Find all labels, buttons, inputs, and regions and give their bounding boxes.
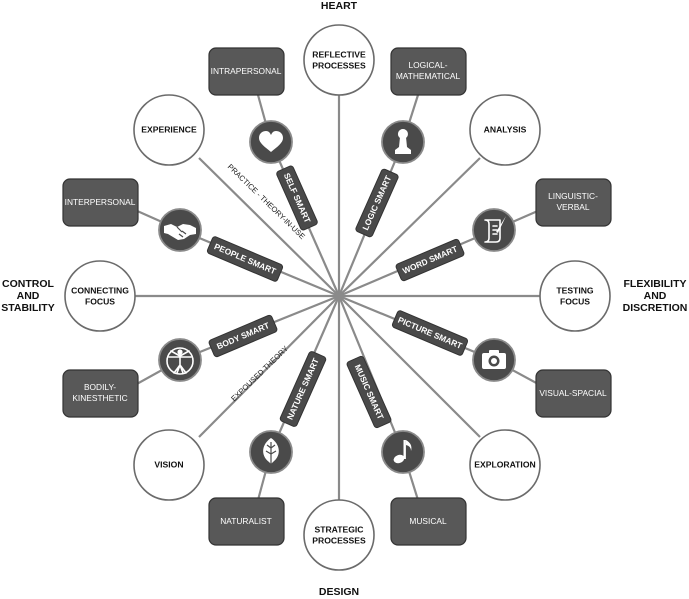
box-logical-line-2: MATHEMATICAL bbox=[396, 71, 461, 81]
circle-testing-line-1: TESTING bbox=[556, 285, 594, 295]
circle-vision: VISION bbox=[133, 429, 205, 501]
disc-logic bbox=[381, 120, 425, 164]
box-linguistic-verbal: LINGUISTIC- VERBAL bbox=[535, 178, 612, 227]
pill-nature-smart: NATURE SMART bbox=[279, 351, 327, 427]
direction-right-3: DISCRETION bbox=[623, 302, 688, 314]
direction-bottom: DESIGN bbox=[319, 586, 359, 598]
pill-word-smart: WORD SMART bbox=[395, 238, 465, 282]
box-bodily-line-2: KINESTHETIC bbox=[72, 393, 127, 403]
direction-right-1: FLEXIBILITY bbox=[624, 278, 687, 290]
circle-strategic-line-1: STRATEGIC bbox=[314, 524, 363, 534]
circle-exploration-line-1: EXPLORATION bbox=[474, 459, 535, 469]
disc-people bbox=[158, 208, 202, 252]
circle-connecting-line-1: CONNECTING bbox=[71, 285, 129, 295]
circle-reflective-processes: REFLECTIVE PROCESSES bbox=[303, 24, 375, 96]
circle-analysis: ANALYSIS bbox=[469, 94, 541, 166]
direction-left-2: AND bbox=[17, 290, 40, 302]
spoke-analysis bbox=[338, 157, 481, 297]
spoke-vision bbox=[198, 295, 340, 438]
pill-body-smart: BODY SMART bbox=[208, 314, 278, 358]
circle-strategic-line-2: PROCESSES bbox=[312, 535, 366, 545]
box-visual-spacial: VISUAL-SPACIAL bbox=[535, 369, 612, 418]
circle-experience: EXPERIENCE bbox=[133, 94, 205, 166]
heart-icon bbox=[259, 131, 283, 152]
box-linguistic-line-1: LINGUISTIC- bbox=[548, 191, 598, 201]
intelligence-boxes: INTRAPERSONAL LOGICAL- MATHEMATICAL LING… bbox=[62, 47, 612, 546]
disc-word bbox=[472, 208, 516, 252]
box-visual-line-1: VISUAL-SPACIAL bbox=[539, 388, 607, 398]
box-musical-line-1: MUSICAL bbox=[409, 516, 447, 526]
circle-exploration: EXPLORATION bbox=[469, 429, 541, 501]
box-interpersonal-line-1: INTERPERSONAL bbox=[65, 197, 136, 207]
circle-testing-line-2: FOCUS bbox=[560, 296, 590, 306]
outer-circles: REFLECTIVE PROCESSES ANALYSIS TESTING FO… bbox=[64, 24, 611, 571]
leaf-icon bbox=[263, 438, 279, 466]
disc-body bbox=[158, 338, 202, 382]
disc-picture bbox=[472, 338, 516, 382]
scroll-quill-icon bbox=[484, 216, 506, 243]
box-musical: MUSICAL bbox=[390, 497, 467, 546]
direction-top: HEART bbox=[321, 0, 358, 12]
music-note-icon bbox=[393, 440, 412, 464]
spoke-experience bbox=[198, 157, 340, 297]
direction-right-2: AND bbox=[644, 290, 667, 302]
center-hub bbox=[336, 293, 342, 299]
pill-people-smart: PEOPLE SMART bbox=[206, 236, 284, 282]
espoused-theory-label: EXPOUSED THEORY bbox=[229, 344, 290, 403]
box-bodily-line-1: BODILY- bbox=[84, 382, 116, 392]
icon-discs bbox=[158, 120, 516, 474]
circle-analysis-line-1: ANALYSIS bbox=[484, 124, 527, 134]
circle-strategic-processes: STRATEGIC PROCESSES bbox=[303, 499, 375, 571]
circle-vision-line-1: VISION bbox=[154, 459, 183, 469]
box-intrapersonal: INTRAPERSONAL bbox=[208, 47, 285, 96]
box-naturalist: NATURALIST bbox=[208, 497, 285, 546]
box-bodily-kinesthetic: BODILY- KINESTHETIC bbox=[62, 369, 139, 418]
circle-connecting-focus: CONNECTING FOCUS bbox=[64, 260, 136, 332]
circle-testing-focus: TESTING FOCUS bbox=[539, 260, 611, 332]
direction-left-3: STABILITY bbox=[1, 302, 54, 314]
chess-pawn-icon bbox=[395, 129, 411, 154]
box-logical-line-1: LOGICAL- bbox=[408, 60, 447, 70]
box-interpersonal: INTERPERSONAL bbox=[62, 178, 139, 227]
box-intrapersonal-line-1: INTRAPERSONAL bbox=[211, 66, 282, 76]
disc-music bbox=[381, 430, 425, 474]
direction-left-1: CONTROL bbox=[2, 278, 54, 290]
handshake-icon bbox=[164, 224, 196, 240]
box-logical-mathematical: LOGICAL- MATHEMATICAL bbox=[390, 47, 467, 96]
disc-self bbox=[249, 120, 293, 164]
camera-icon bbox=[482, 350, 506, 369]
pill-logic-smart: LOGIC SMART bbox=[355, 168, 399, 238]
circle-reflective-line-2: PROCESSES bbox=[312, 60, 366, 70]
vitruvian-man-icon bbox=[166, 347, 194, 375]
spoke-exploration bbox=[338, 295, 481, 438]
box-linguistic-line-2: VERBAL bbox=[556, 202, 589, 212]
pill-picture-smart: PICTURE SMART bbox=[391, 310, 469, 356]
box-naturalist-line-1: NATURALIST bbox=[220, 516, 272, 526]
circle-experience-line-1: EXPERIENCE bbox=[141, 124, 197, 134]
circle-connecting-line-2: FOCUS bbox=[85, 296, 115, 306]
circle-reflective-line-1: REFLECTIVE bbox=[312, 49, 366, 59]
disc-nature bbox=[249, 430, 293, 474]
